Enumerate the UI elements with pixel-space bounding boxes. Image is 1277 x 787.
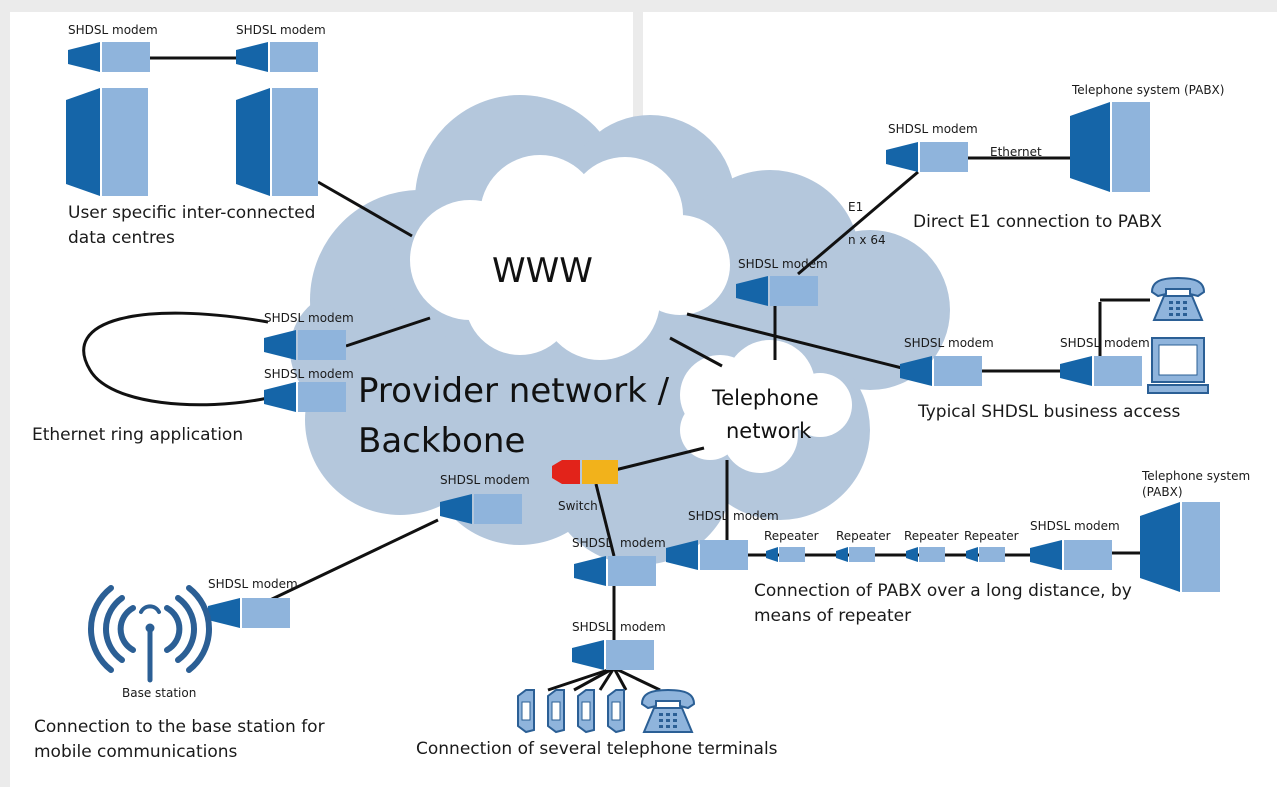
modem-label-dc1: SHDSL modem [68,23,158,37]
modem-split-left-1: SHDSL [572,536,612,550]
telephone-cloud [680,340,852,473]
computer-icon [1147,337,1209,394]
repeater-label-2: Repeater [836,529,891,543]
nx64-label: n x 64 [848,233,886,247]
caption-data-centres-2: data centres [68,228,175,248]
www-title: WWW [492,251,593,291]
modem-split-right-3: modem [733,509,779,523]
repeater-label-4: Repeater [964,529,1019,543]
modem-label-ld: SHDSL modem [1030,519,1120,533]
server-icon [66,88,148,196]
e1-label: E1 [848,200,863,214]
server-icon [1070,102,1150,192]
caption-base-station-1: Connection to the base station for [34,717,325,737]
telephone-title-2: network [726,419,812,443]
antenna-icon [87,585,213,683]
modem-split-right-2: modem [620,620,666,634]
modem-label-ring-2: SHDSL modem [264,367,354,381]
repeater-label-3: Repeater [904,529,959,543]
modem-label-dc2: SHDSL modem [236,23,326,37]
telephone-title-1: Telephone [711,386,819,410]
caption-long-distance-2: means of repeater [754,606,911,626]
caption-ethernet-ring: Ethernet ring application [32,425,243,445]
repeater-icon [766,547,805,562]
repeater-icon [906,547,945,562]
provider-title-1: Provider network / [358,371,670,411]
caption-long-distance-1: Connection of PABX over a long distance,… [754,581,1132,601]
modem-label-access-1: SHDSL modem [904,336,994,350]
pabx-label-top: Telephone system (PABX) [1071,83,1224,97]
modem-label-ring-1: SHDSL modem [264,311,354,325]
modem-split-right-1: modem [620,536,666,550]
provider-title-2: Backbone [358,421,525,461]
modem-label-e1: SHDSL modem [888,122,978,136]
switch-label: Switch [558,499,598,513]
telephone-icon [577,689,595,733]
ethernet-label: Ethernet [990,145,1042,159]
pabx-label-bottom-1: Telephone system [1141,469,1250,483]
repeater-icon [836,547,875,562]
telephone-icon [607,689,625,733]
switch-icon [552,460,618,484]
modem-label-cloud: SHDSL modem [738,257,828,271]
telephone-icon [517,689,535,733]
modem-label-access-2: SHDSL modem [1060,336,1150,350]
www-cloud [410,155,730,360]
repeater-label-1: Repeater [764,529,819,543]
telephone-icon [547,689,565,733]
base-station-label: Base station [122,686,196,700]
caption-terminals: Connection of several telephone terminal… [416,739,778,759]
caption-direct-e1: Direct E1 connection to PABX [913,212,1162,232]
modem-split-left-3: SHDSL [688,509,728,523]
modem-label-bs-cloud: SHDSL modem [440,473,530,487]
repeater-icon [966,547,1005,562]
server-icon [236,88,318,196]
modem-split-left-2: SHDSL [572,620,612,634]
pabx-label-bottom-2: (PABX) [1142,485,1183,499]
modem-label-bs: SHDSL modem [208,577,298,591]
caption-base-station-2: mobile communications [34,742,238,762]
caption-typical-access: Typical SHDSL business access [917,402,1180,422]
server-icon [1140,502,1220,592]
caption-data-centres-1: User specific inter-connected [68,203,315,223]
